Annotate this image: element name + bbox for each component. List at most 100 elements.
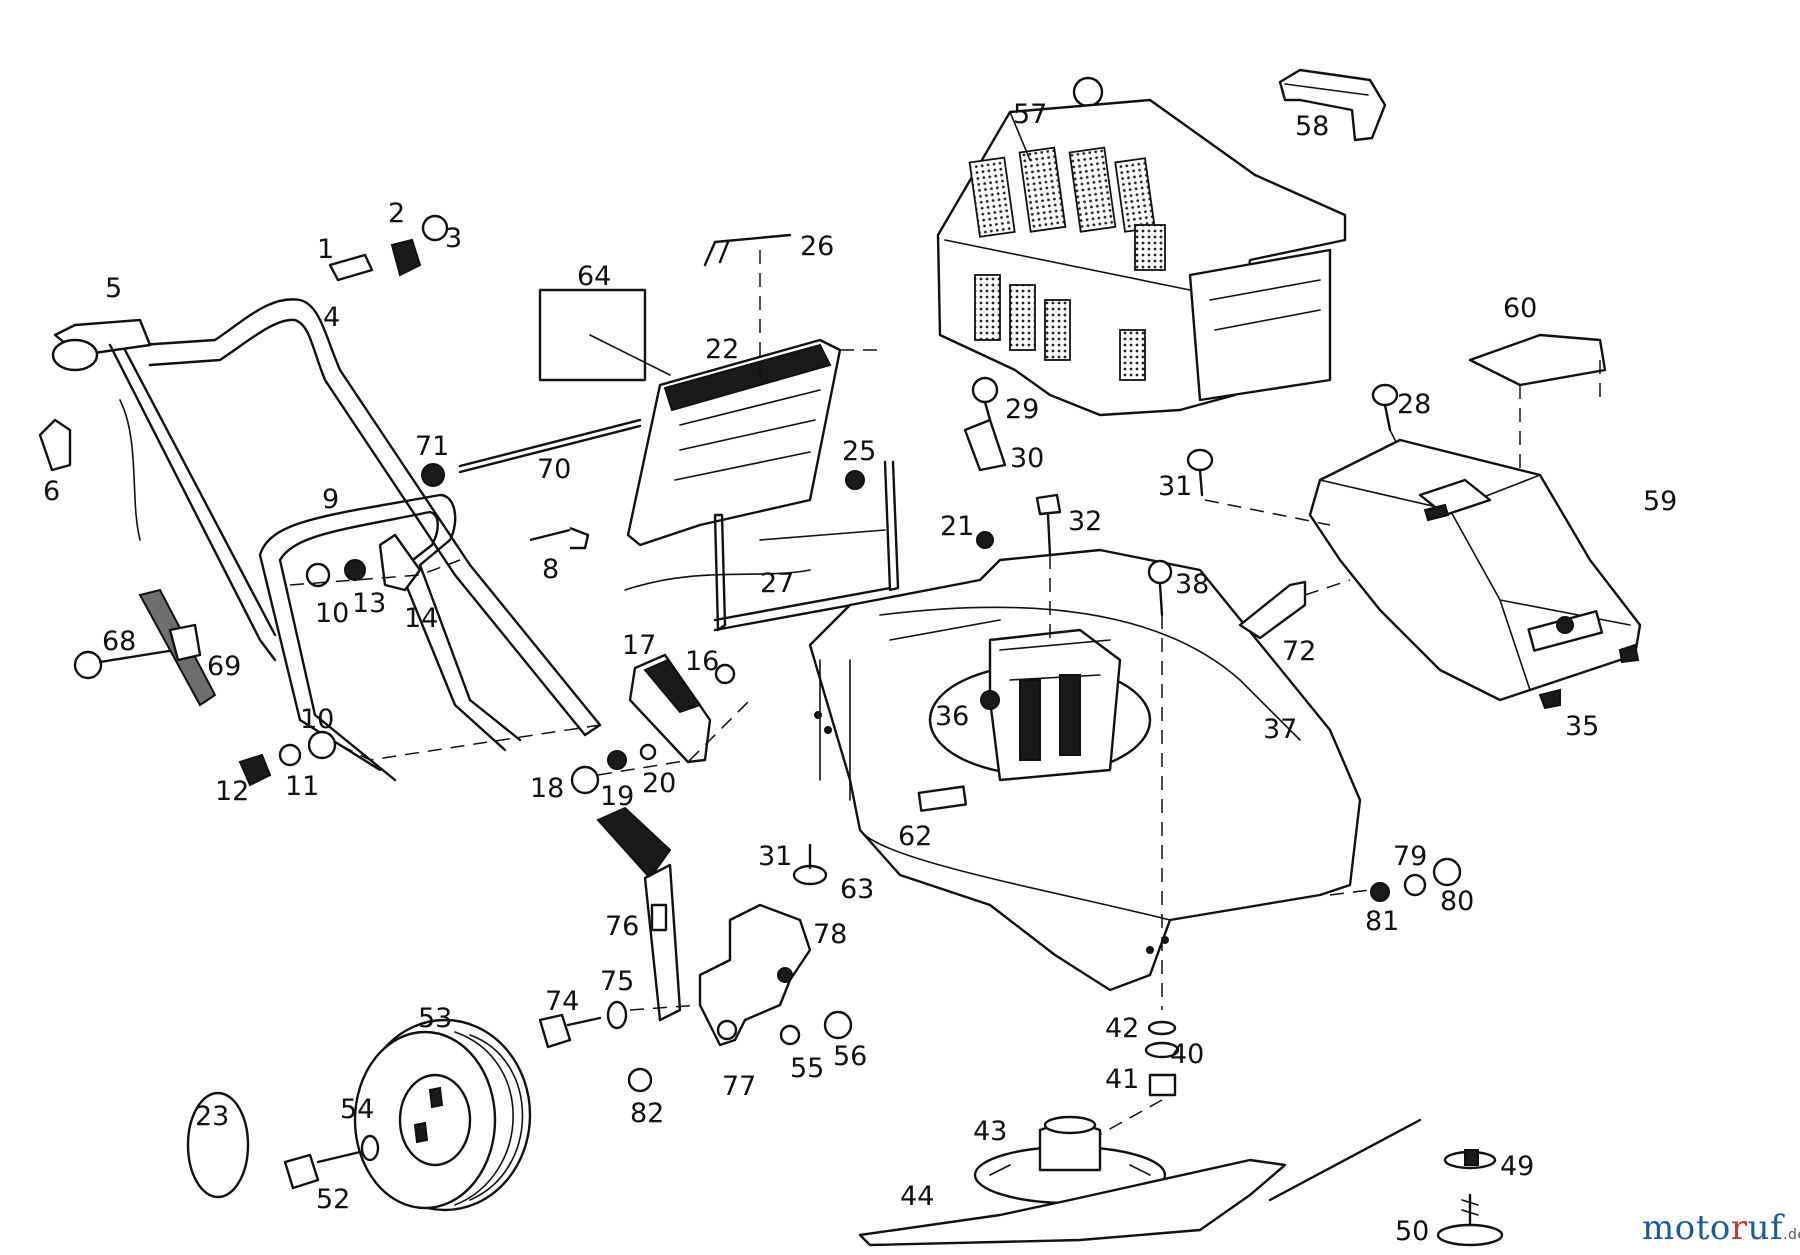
label-68: 68 <box>102 626 136 657</box>
label-6: 6 <box>43 476 60 507</box>
brand-watermark: motoruf.de <box>1642 1208 1800 1248</box>
label-28: 28 <box>1397 389 1431 420</box>
label-12: 12 <box>215 776 249 807</box>
cover-plate-60 <box>1468 333 1607 470</box>
label-43: 43 <box>973 1116 1007 1147</box>
cable-clip-5 <box>51 318 277 662</box>
watermark-part-2: r <box>1730 1208 1748 1248</box>
screws-28-31 <box>1186 383 1401 526</box>
hardware-10-14 <box>289 526 590 592</box>
label-14: 14 <box>404 603 438 634</box>
knob-1-2-3 <box>328 214 449 282</box>
label-38: 38 <box>1175 569 1209 600</box>
wheel-53 <box>353 1018 532 1212</box>
carry-handle-58 <box>1278 68 1387 142</box>
watermark-tld: .de <box>1783 1227 1800 1243</box>
label-36: 36 <box>935 701 969 732</box>
label-81: 81 <box>1365 906 1399 937</box>
rod-70 <box>421 418 642 487</box>
label-20: 20 <box>642 768 676 799</box>
label-44: 44 <box>900 1181 934 1212</box>
label-57: 57 <box>1013 99 1047 130</box>
label-71: 71 <box>415 431 449 462</box>
upper-handle-4 <box>138 298 602 737</box>
grass-collector-57 <box>936 76 1347 417</box>
label-26: 26 <box>800 231 834 262</box>
label-1: 1 <box>317 234 334 265</box>
label-80: 80 <box>1440 886 1474 917</box>
label-42: 42 <box>1105 1013 1139 1044</box>
label-52: 52 <box>316 1184 350 1215</box>
watermark-part-1: moto <box>1642 1208 1731 1248</box>
label-70: 70 <box>537 454 571 485</box>
label-55: 55 <box>790 1053 824 1084</box>
label-9: 9 <box>322 484 339 515</box>
label-8: 8 <box>542 554 559 585</box>
screw-74-nut-75 <box>538 1000 701 1049</box>
hardware-10-11-12 <box>238 724 601 787</box>
label-10b: 10 <box>300 704 334 735</box>
label-82: 82 <box>630 1098 664 1129</box>
label-25: 25 <box>842 436 876 467</box>
nuts-79-80-81 <box>1329 857 1462 902</box>
label-27: 27 <box>760 568 794 599</box>
height-lever-76 <box>596 806 682 1022</box>
label-37: 37 <box>1263 714 1297 745</box>
label-21: 21 <box>940 511 974 542</box>
label-19: 19 <box>600 781 634 812</box>
axle-bolt-52-54 <box>283 1134 380 1190</box>
bracket-78-77 <box>698 903 812 1047</box>
deflector-flap-22 <box>626 338 880 547</box>
part-labels: 1 2 3 4 5 6 8 9 10 10 11 12 13 14 16 17 … <box>43 99 1677 1247</box>
bolts-31-29-21 <box>792 376 1007 886</box>
frame-27 <box>624 460 900 632</box>
label-58: 58 <box>1295 111 1329 142</box>
lower-handle-9 <box>258 493 522 782</box>
label-49: 49 <box>1500 1151 1534 1182</box>
label-77: 77 <box>722 1071 756 1102</box>
label-plate-64 <box>538 288 671 382</box>
wheel-part-49-50 <box>1268 1118 1504 1247</box>
label-3: 3 <box>445 223 462 254</box>
blade-44 <box>858 1158 1287 1247</box>
label-11: 11 <box>285 771 319 802</box>
label-53: 53 <box>418 1003 452 1034</box>
label-59: 59 <box>1643 486 1677 517</box>
label-76: 76 <box>605 911 639 942</box>
label-74: 74 <box>545 986 579 1017</box>
label-56: 56 <box>833 1041 867 1072</box>
nuts-40-41-42 <box>1089 1020 1180 1141</box>
label-30: 30 <box>1010 443 1044 474</box>
bracket-17 <box>628 653 736 764</box>
label-22: 22 <box>705 334 739 365</box>
mower-deck <box>808 548 1362 992</box>
label-75: 75 <box>600 966 634 997</box>
label-4: 4 <box>323 302 340 333</box>
label-62: 62 <box>898 821 932 852</box>
label-31a: 31 <box>1158 471 1192 502</box>
label-69: 69 <box>207 651 241 682</box>
bolts-32-38 <box>1035 493 1173 1010</box>
nuts-55-56-82 <box>627 1010 853 1093</box>
clip-72 <box>1238 579 1351 640</box>
label-60: 60 <box>1503 293 1537 324</box>
cap-18-19-20 <box>570 699 751 795</box>
label-79: 79 <box>1393 841 1427 872</box>
label-29: 29 <box>1005 394 1039 425</box>
label-32: 32 <box>1068 506 1102 537</box>
label-78: 78 <box>813 919 847 950</box>
label-64: 64 <box>577 261 611 292</box>
label-54: 54 <box>340 1094 374 1125</box>
label-17: 17 <box>622 630 656 661</box>
label-40: 40 <box>1170 1039 1204 1070</box>
label-72: 72 <box>1282 636 1316 667</box>
label-2: 2 <box>388 198 405 229</box>
clip-26 <box>703 233 792 380</box>
label-31b: 31 <box>758 841 792 872</box>
star-knob-68-69 <box>73 588 217 707</box>
label-23: 23 <box>195 1101 229 1132</box>
watermark-part-3: uf <box>1747 1208 1784 1248</box>
label-18: 18 <box>530 773 564 804</box>
hub-cap-23 <box>186 1091 250 1199</box>
